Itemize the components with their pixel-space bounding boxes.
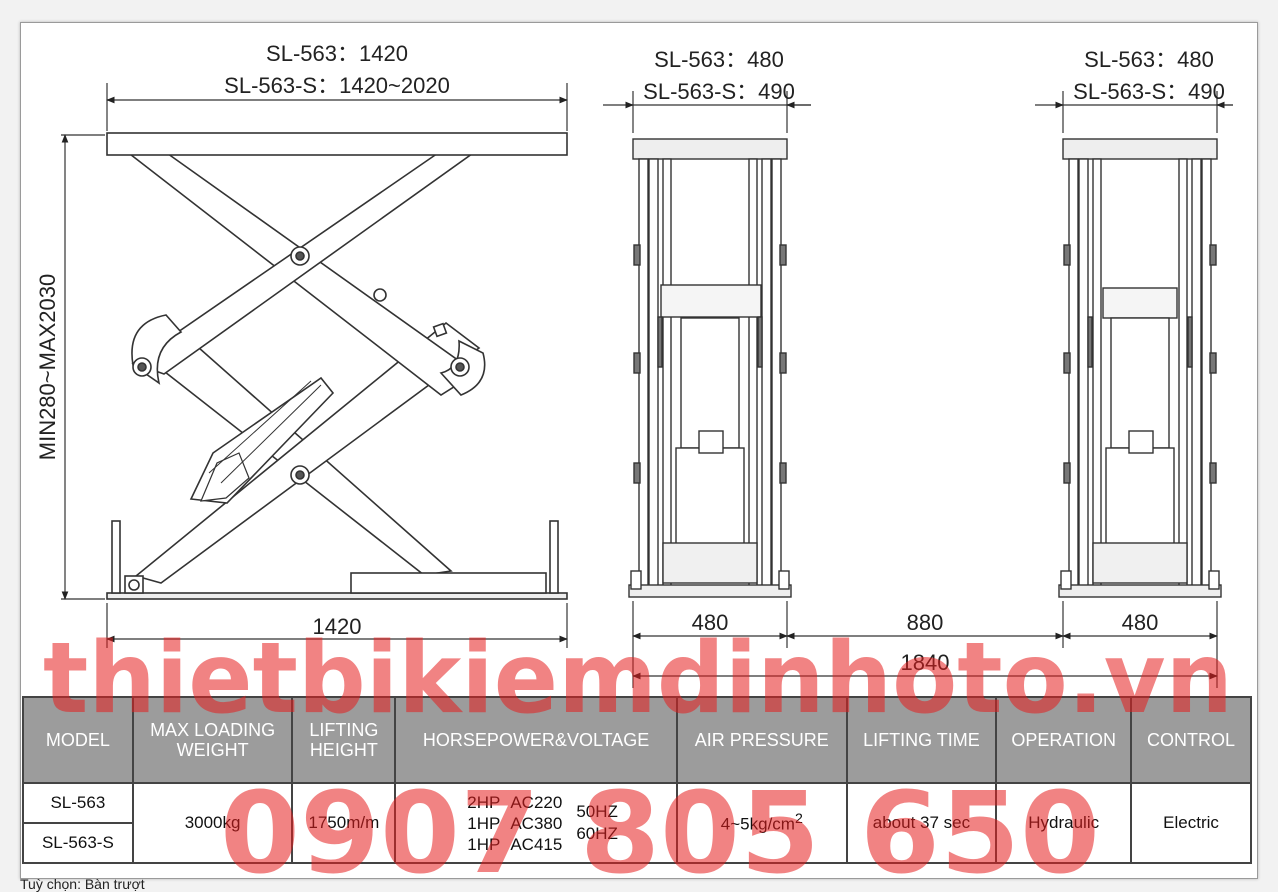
rear-top-plate xyxy=(1062,138,1218,160)
lifting-height-value: 1750m/m xyxy=(291,782,397,864)
side-base xyxy=(106,592,568,600)
scissor-arm-lower-left xyxy=(134,321,481,584)
rear-view xyxy=(1058,138,1222,598)
side-top-dim-line1: SL-563：1420 xyxy=(266,41,408,66)
side-view xyxy=(106,132,568,600)
header-air-pressure: AIR PRESSURE xyxy=(675,696,848,784)
front-width-dim: 480 xyxy=(692,610,729,635)
spec-header-row: MODEL MAX LOADING WEIGHT LIFTING HEIGHT … xyxy=(22,696,1252,784)
rear-top-dim-line2: SL-563-S：490 xyxy=(1073,79,1225,104)
frequency-60: 60HZ xyxy=(576,824,618,843)
front-dimensions xyxy=(603,91,1218,688)
side-pivots xyxy=(128,246,470,591)
side-right-post xyxy=(549,520,559,594)
side-slide-block xyxy=(350,572,547,594)
table-row: SL-563-S xyxy=(22,822,1251,864)
max-loading-weight-value: 3000kg xyxy=(131,782,294,864)
model-sl-563-s: SL-563-S xyxy=(22,822,134,864)
spec-table: MODEL MAX LOADING WEIGHT LIFTING HEIGHT … xyxy=(22,696,1252,864)
front-view xyxy=(628,138,792,598)
front-top-dim-line2: SL-563-S：490 xyxy=(643,79,795,104)
front-top-dim-line1: SL-563：480 xyxy=(654,47,784,72)
technical-drawing: SL-563：1420 SL-563-S：1420~2020 MIN280~MA… xyxy=(35,41,1233,688)
side-left-post xyxy=(111,520,121,594)
operation-value: Hydraulic xyxy=(995,782,1133,864)
header-model: MODEL xyxy=(22,696,134,784)
side-dimensions xyxy=(61,83,568,648)
side-bottom-dim: 1420 xyxy=(313,614,362,639)
gap-dim: 880 xyxy=(907,610,944,635)
header-lifting-height: LIFTING HEIGHT xyxy=(291,696,397,784)
side-platform xyxy=(106,132,568,156)
control-value: Electric xyxy=(1130,782,1252,864)
header-control: CONTROL xyxy=(1130,696,1252,784)
model-sl-563: SL-563 xyxy=(22,782,134,824)
header-operation: OPERATION xyxy=(995,696,1133,784)
front-top-plate xyxy=(632,138,788,160)
header-max-loading-weight: MAX LOADING WEIGHT xyxy=(131,696,294,784)
header-lifting-time: LIFTING TIME xyxy=(845,696,998,784)
side-top-dim-line2: SL-563-S：1420~2020 xyxy=(224,73,450,98)
rear-top-dim-line1: SL-563：480 xyxy=(1084,47,1214,72)
lifting-time-value: about 37 sec xyxy=(845,782,998,864)
rear-width-dim: 480 xyxy=(1122,610,1159,635)
side-height-dim: MIN280~MAX2030 xyxy=(35,274,60,461)
footer-text: Tuỳ chọn: Bàn trượt xyxy=(20,876,145,892)
cylinder-bellows xyxy=(200,452,250,502)
header-horsepower-voltage: HORSEPOWER&VOLTAGE xyxy=(394,696,678,784)
frequency-50: 50HZ xyxy=(576,802,618,821)
rear-dimensions xyxy=(1035,91,1233,133)
front-base xyxy=(628,584,792,598)
total-width-dim: 1840 xyxy=(901,650,950,675)
air-pressure-value: 4~5kg/cm2 xyxy=(675,782,848,864)
rear-base xyxy=(1058,584,1222,598)
